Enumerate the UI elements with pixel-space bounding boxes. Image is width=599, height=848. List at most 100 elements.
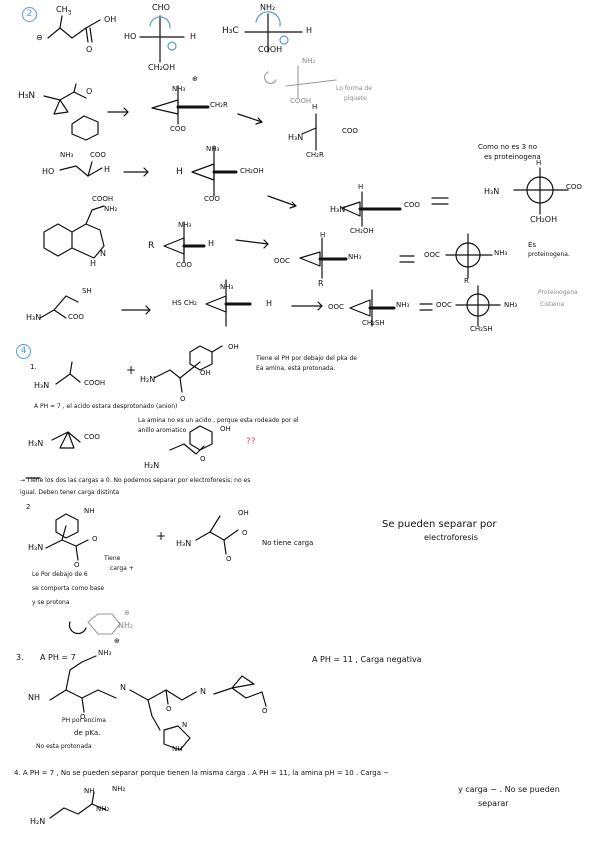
ch3-label: CH3: [56, 5, 72, 17]
h-label-4: H: [104, 165, 111, 174]
o-label-3: O: [180, 395, 186, 403]
section-4-number: 4: [16, 344, 31, 359]
charge-plus-1: ⊕: [192, 75, 198, 83]
h2n-label-3: H₂N: [30, 817, 46, 826]
o-label-4: O: [200, 455, 206, 463]
p4-text-c: separar: [478, 799, 509, 808]
coo-label-4: COO: [204, 195, 220, 203]
p3-label: 3.: [16, 653, 24, 662]
question-marks: ??: [246, 437, 256, 447]
h-label-6: H: [358, 183, 364, 191]
p2-separate-1: Se pueden separar por: [382, 519, 497, 530]
cho-label: CHO: [152, 3, 170, 12]
ooc-label-1: OOC: [274, 257, 290, 265]
nh3-label-8: NH₃: [396, 301, 410, 309]
nh3-label-1: NH₃: [172, 85, 186, 93]
cisteina-label: Cisteina: [540, 301, 565, 308]
charge-plus-2: ⊕: [124, 609, 130, 617]
nh-label-1: NH: [84, 507, 95, 515]
oh-label-5: OH: [238, 509, 249, 517]
ho-label-2: HO: [42, 167, 55, 176]
coo-label-3: COO: [90, 151, 106, 159]
ch2oh-label-2: CH₂OH: [240, 167, 264, 175]
oh-label-3: OH: [228, 343, 239, 351]
h2n-label-2: H₂N: [144, 461, 160, 470]
nh-label-3: NH: [172, 745, 183, 753]
coo-label-1: COO: [170, 125, 186, 133]
r-label-2: R: [318, 279, 324, 288]
h3c-label: H₃C: [222, 26, 239, 36]
p4-text-b: y carga − . No se pueden: [458, 785, 560, 794]
nh3-label-6: NH₃: [494, 249, 508, 257]
p1-conclusion-1: → Tiene los dos las cargas a 0. No podem…: [20, 477, 251, 484]
p2-label: 2: [26, 503, 31, 511]
coo-label-2: COO: [342, 127, 358, 135]
proteinogena-label: Proteinogena: [538, 289, 578, 296]
gray-cooh: COOH: [290, 97, 312, 105]
charge-plus-3: ⊕: [114, 637, 120, 645]
h3n-label-3: H₃N: [330, 205, 346, 214]
nh2-label-1: NH₂: [260, 3, 276, 12]
h3n-label-2: H₃N: [288, 133, 304, 142]
ooc-label-2: OOC: [424, 251, 440, 259]
p1-note-1: Tiene el PH por debajo del pka de: [256, 355, 357, 362]
n-label-4: N: [182, 721, 188, 729]
nh2-label-3: NH₂: [118, 621, 134, 630]
ho-label: HO: [124, 32, 137, 41]
p2-tiene-carga-1: Tiene: [104, 555, 121, 562]
h-label-7: H: [536, 159, 542, 167]
plus-sign-1: +: [126, 363, 137, 377]
nh3-label-10: NH₃: [98, 649, 112, 657]
nh-label-4: NH: [84, 787, 95, 795]
coo-label-8: COO: [68, 313, 84, 321]
nh3-label-4: NH₃: [178, 221, 192, 229]
p2-left-3: y se protona: [32, 599, 70, 606]
cooh-label-2: COOH: [92, 195, 114, 203]
o-label-9: O: [80, 713, 86, 721]
h-label-5: H: [176, 167, 183, 177]
h3n-label-6: H₃N: [34, 381, 50, 390]
ch2sh-label-1: CH₂SH: [362, 319, 385, 327]
nh3-label-5: NH₃: [348, 253, 362, 261]
ch2oh-label-4: CH₂OH: [530, 215, 558, 224]
r-label-1: R: [148, 241, 155, 251]
h-label-8: H: [90, 259, 97, 268]
nh-label-2: NH: [28, 693, 40, 702]
p2-no-carga: No tiene carga: [262, 539, 314, 547]
o-label-10: O: [166, 705, 172, 713]
h-label-3: H: [312, 103, 318, 111]
p2-left-2: se comporta como base: [32, 585, 105, 592]
p1-ph-text: A PH = 7 , el acido estara desprotonado …: [34, 403, 178, 410]
ch2r-label-1: CH₂R: [210, 101, 228, 109]
ooc-label-3: OOC: [328, 303, 344, 311]
p1-conclusion-2: igual. Deben tener carga distinta: [20, 489, 120, 496]
ch2oh-label-1: CH₂OH: [148, 63, 176, 72]
es-proteinogena-1: Es: [528, 241, 537, 249]
gray-note-line-2: piquete: [344, 95, 367, 102]
nh3-label-9: NH₃: [504, 301, 518, 309]
h-label-9: H: [208, 239, 215, 248]
nh2-label-5: NH₂: [96, 805, 110, 813]
h3n-label-5: H₃N: [26, 313, 42, 322]
cooh-label-1: COOH: [258, 45, 283, 54]
oh-label-4: OH: [220, 425, 231, 433]
nh2-label-2: NH₂: [104, 205, 118, 213]
oh-label-1: OH: [104, 15, 117, 24]
section-2-number: 2: [22, 7, 37, 22]
o-label-5: O: [74, 561, 80, 569]
coo-label-6: COO: [566, 183, 582, 191]
ch2oh-label-3: CH₂OH: [350, 227, 374, 235]
gray-note-line-1: Lo forma de: [336, 85, 372, 92]
ch2sh-label-2: CH₂SH: [470, 325, 493, 333]
nh3-label-2: NH₃: [60, 151, 74, 159]
coo-label-7: COO: [176, 261, 192, 269]
es-proteinogena-2: proteinogena.: [528, 251, 570, 258]
n-label-1: N: [100, 249, 106, 258]
cooh-label-3: COOH: [84, 379, 106, 387]
h3n-label-1: H₃N: [18, 91, 36, 101]
no-proquiral-1: Como no es 3 no: [478, 143, 538, 151]
h-label-1: H: [190, 32, 197, 41]
p4-text-a: 4. A PH = 7 , No se pueden separar porqu…: [14, 769, 390, 777]
o-label-2: O: [86, 87, 93, 96]
